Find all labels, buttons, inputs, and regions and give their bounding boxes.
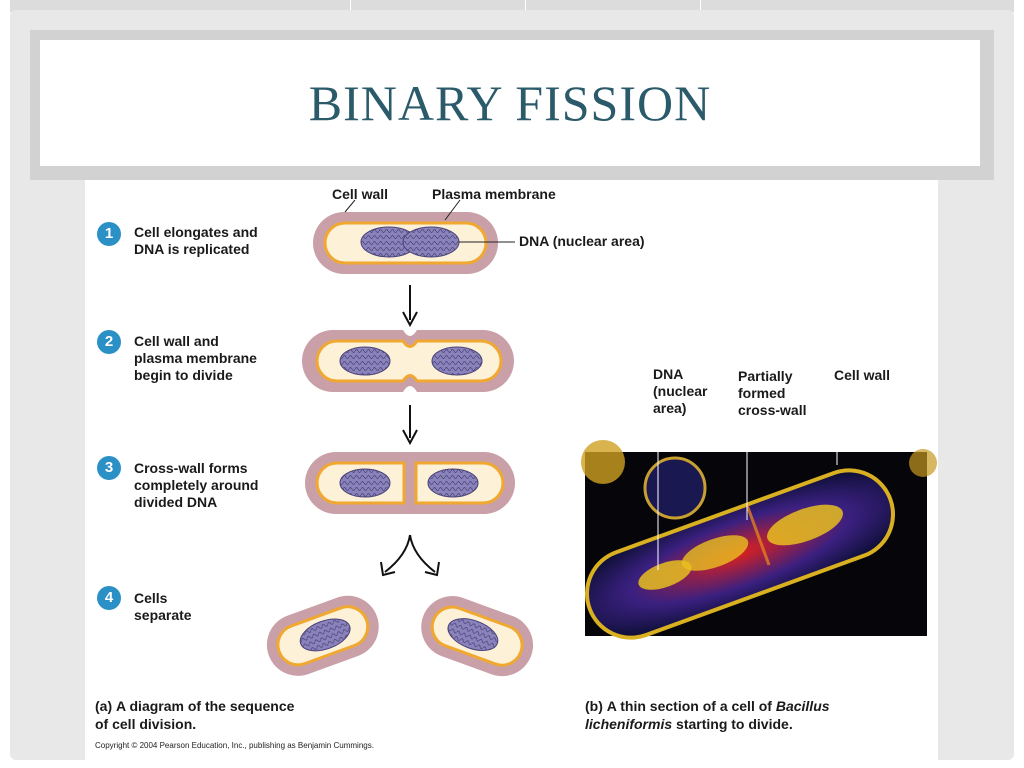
step1-cell xyxy=(313,199,515,274)
step-number-3: 3 xyxy=(97,456,121,480)
diagram-svg xyxy=(266,199,937,677)
dna-blob xyxy=(339,468,391,498)
split-arrows-icon xyxy=(380,534,440,577)
label-plasma-membrane: Plasma membrane xyxy=(432,186,556,202)
dna-blob xyxy=(299,618,351,652)
dna-blob xyxy=(447,618,499,651)
step2-cell xyxy=(302,330,514,392)
copyright-text: Copyright © 2004 Pearson Education, Inc.… xyxy=(95,741,374,750)
dna-blob xyxy=(339,346,391,376)
label-cell-wall: Cell wall xyxy=(332,186,389,202)
top-strip xyxy=(10,0,1014,12)
step4-cell-right xyxy=(421,596,534,677)
step3-cell xyxy=(305,452,515,514)
label-dna-nuclear-area: DNA (nuclear area) xyxy=(519,233,645,249)
slide-title: BINARY FISSION xyxy=(308,75,712,131)
dna-blob xyxy=(427,468,479,498)
arrow-down-icon xyxy=(402,285,418,328)
dna-blob xyxy=(431,346,483,376)
title-box: BINARY FISSION xyxy=(40,40,980,166)
step-number-1: 1 xyxy=(97,222,121,246)
micrograph xyxy=(581,385,937,640)
arrow-down-icon xyxy=(402,405,418,446)
dna-blob xyxy=(402,226,460,258)
caption-b: (b) A thin section of a cell of Bacillus… xyxy=(585,698,830,732)
figure-panel: Cell wall Plasma membrane DNA (nuclear a… xyxy=(85,180,938,760)
step4-cell-left xyxy=(266,595,379,676)
step-number-4: 4 xyxy=(97,586,121,610)
micrograph-label-cell-wall: Cell wall xyxy=(834,367,891,383)
step-number-2: 2 xyxy=(97,330,121,354)
caption-a: (a) A diagram of the sequence of cell di… xyxy=(95,698,295,732)
